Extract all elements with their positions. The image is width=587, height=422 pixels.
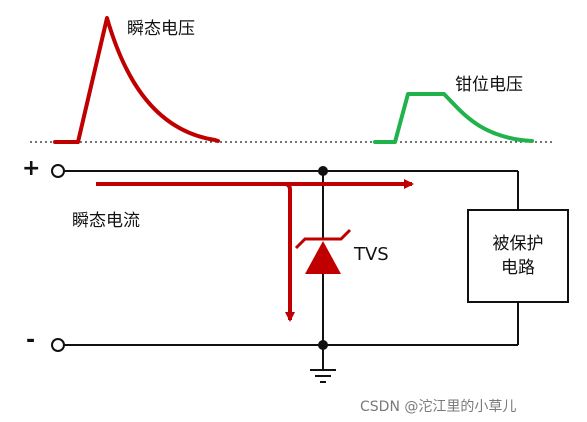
protected-circuit-label-line1: 被保护 [492,234,544,254]
current-arrow-down [96,182,295,322]
transient-current-label: 瞬态电流 [72,211,140,231]
plus-terminal-node [51,164,65,178]
protected-circuit-box [467,209,569,303]
watermark: CSDN @沱江里的小草儿 [360,399,517,415]
protected-circuit-label: 被保护 电路 [468,232,568,280]
clamp-voltage-label: 钳位电压 [455,75,523,95]
minus-terminal-node [51,338,65,352]
minus-terminal-label: - [26,328,36,353]
clamp-voltage-waveform [373,92,534,144]
tvs-diode-symbol [294,228,352,274]
transient-voltage-waveform [53,16,220,144]
ground-symbol [310,345,336,383]
transient-voltage-label: 瞬态电压 [127,19,195,39]
tvs-label: TVS [354,244,389,265]
plus-terminal-label: + [22,156,41,181]
protected-circuit-label-line2: 电路 [501,258,535,278]
